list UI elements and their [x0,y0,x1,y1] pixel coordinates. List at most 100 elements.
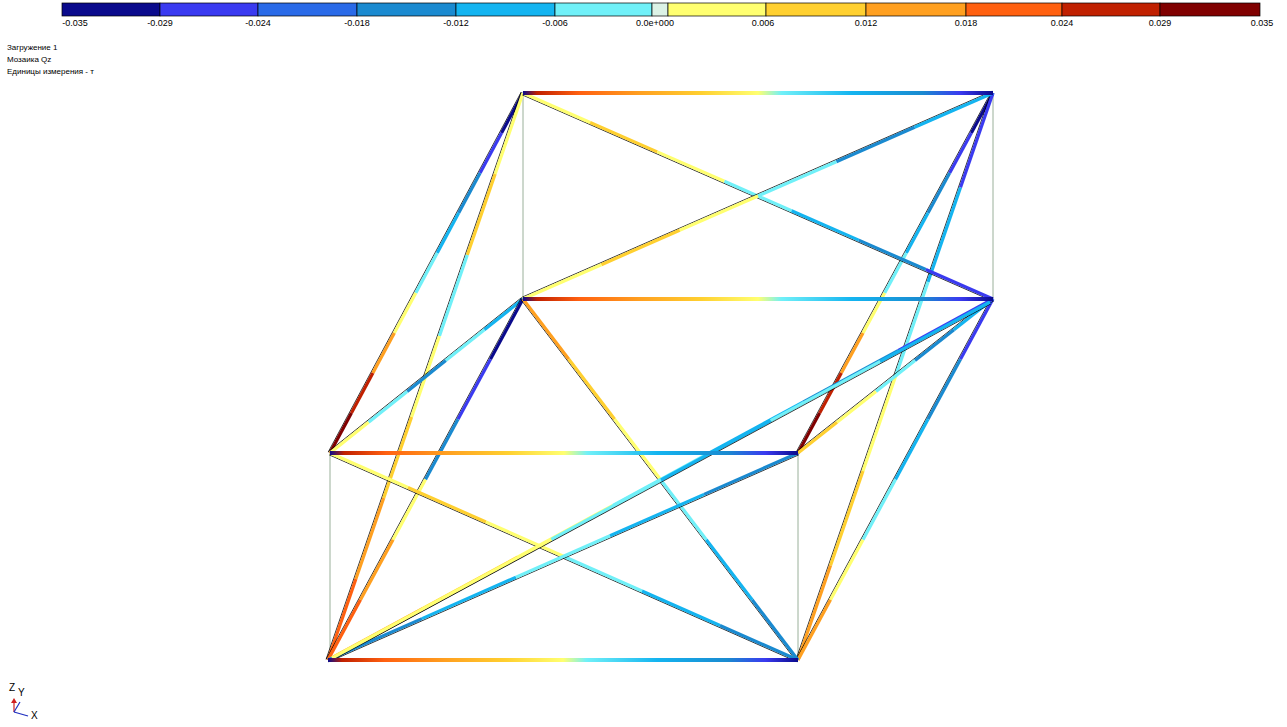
member-segment [615,419,661,479]
member-segment [836,127,914,161]
member-segment [863,480,896,540]
member-segment [491,299,524,359]
header-note: Единицы измерения - т [7,68,94,76]
member-segment [416,253,437,293]
header-note: Загружение 1 [7,44,57,52]
member-segment [798,413,820,453]
scale-value: -0.012 [443,19,469,28]
grey-columns [330,93,993,660]
member-segment [522,91,992,297]
member-segment [333,304,991,660]
member-segment [523,265,601,299]
member-segment [446,330,485,361]
member-segment [408,488,486,523]
member-segment [928,188,961,283]
member-segment [798,566,831,661]
member-segment [332,599,442,658]
member-segment [798,422,837,453]
member-segment [458,359,491,419]
member-segment [330,413,351,453]
beam-members [328,91,993,662]
axis-label: Y [18,688,25,698]
scale-value: -0.018 [344,19,370,28]
member-segment [796,92,991,452]
member-segment [758,162,836,196]
member-segment [796,298,991,659]
member-segment [601,230,679,264]
member-segment [876,361,915,392]
axis-label: X [31,711,38,721]
member-segment [495,93,523,174]
scale-value: 0.0e+000 [636,19,674,28]
member-segment [551,480,661,539]
member-segment [642,591,720,626]
member-segment [351,373,372,413]
member-segment [661,421,771,480]
member-segment [329,297,522,451]
member-segment [896,419,929,479]
member-segment [407,361,446,392]
member-segment [437,213,458,253]
scale-value: 0.024 [1051,19,1074,28]
member-segment [771,361,881,420]
scale-value: 0.029 [1149,19,1172,28]
member-segment [329,301,994,662]
member-segment [657,152,724,181]
member-segment [484,299,523,330]
scale-value: 0.035 [1251,19,1274,28]
member-segment [329,455,799,662]
member-segment [516,536,610,577]
member-segment [361,540,394,600]
member-segment [906,213,928,253]
member-segment [680,196,758,230]
member-segment [841,333,863,373]
member-segment [915,93,993,127]
scale-value: 0.012 [855,19,878,28]
axis-icon [11,698,28,716]
scale-value: 0.018 [955,19,978,28]
member-segment [798,600,831,660]
member-segment [569,359,615,419]
member-segment [330,453,408,488]
scale-value: 0.006 [752,19,775,28]
scale-value: -0.024 [245,19,271,28]
member-segment [792,211,859,240]
member-segment [590,122,657,151]
member-segment [523,299,569,359]
member-segment [797,297,992,451]
scale-value: -0.035 [62,19,88,28]
member-segment [837,391,876,422]
member-segment [928,359,961,419]
member-segment [523,93,590,122]
scale-value: -0.006 [542,19,568,28]
member-segment [521,300,796,661]
member-segment [880,302,990,361]
scale-value: -0.029 [147,19,173,28]
member-segment [706,540,752,600]
member-segment [439,255,467,336]
member-segment [928,173,950,213]
member-segment [831,540,864,600]
axis-label: Z [9,683,15,693]
member-segment [961,93,994,188]
member-segment [369,391,408,422]
member-segment [326,92,521,659]
member-segment [467,174,495,255]
member-segment [330,422,369,453]
diagonal-members [326,91,994,662]
member-segment [720,626,798,661]
member-segment [328,92,521,452]
member-segment [704,453,798,494]
member-segment [373,333,394,373]
member-segment [796,92,991,659]
member-segment [459,173,480,213]
member-segment [426,419,459,479]
member-segment [926,270,993,299]
member-segment [442,539,552,598]
member-segment [859,240,926,269]
member-segment [564,557,642,592]
header-note: Мозаика Qz [7,56,51,64]
member-segment [326,298,521,659]
color-scale [62,3,1260,16]
